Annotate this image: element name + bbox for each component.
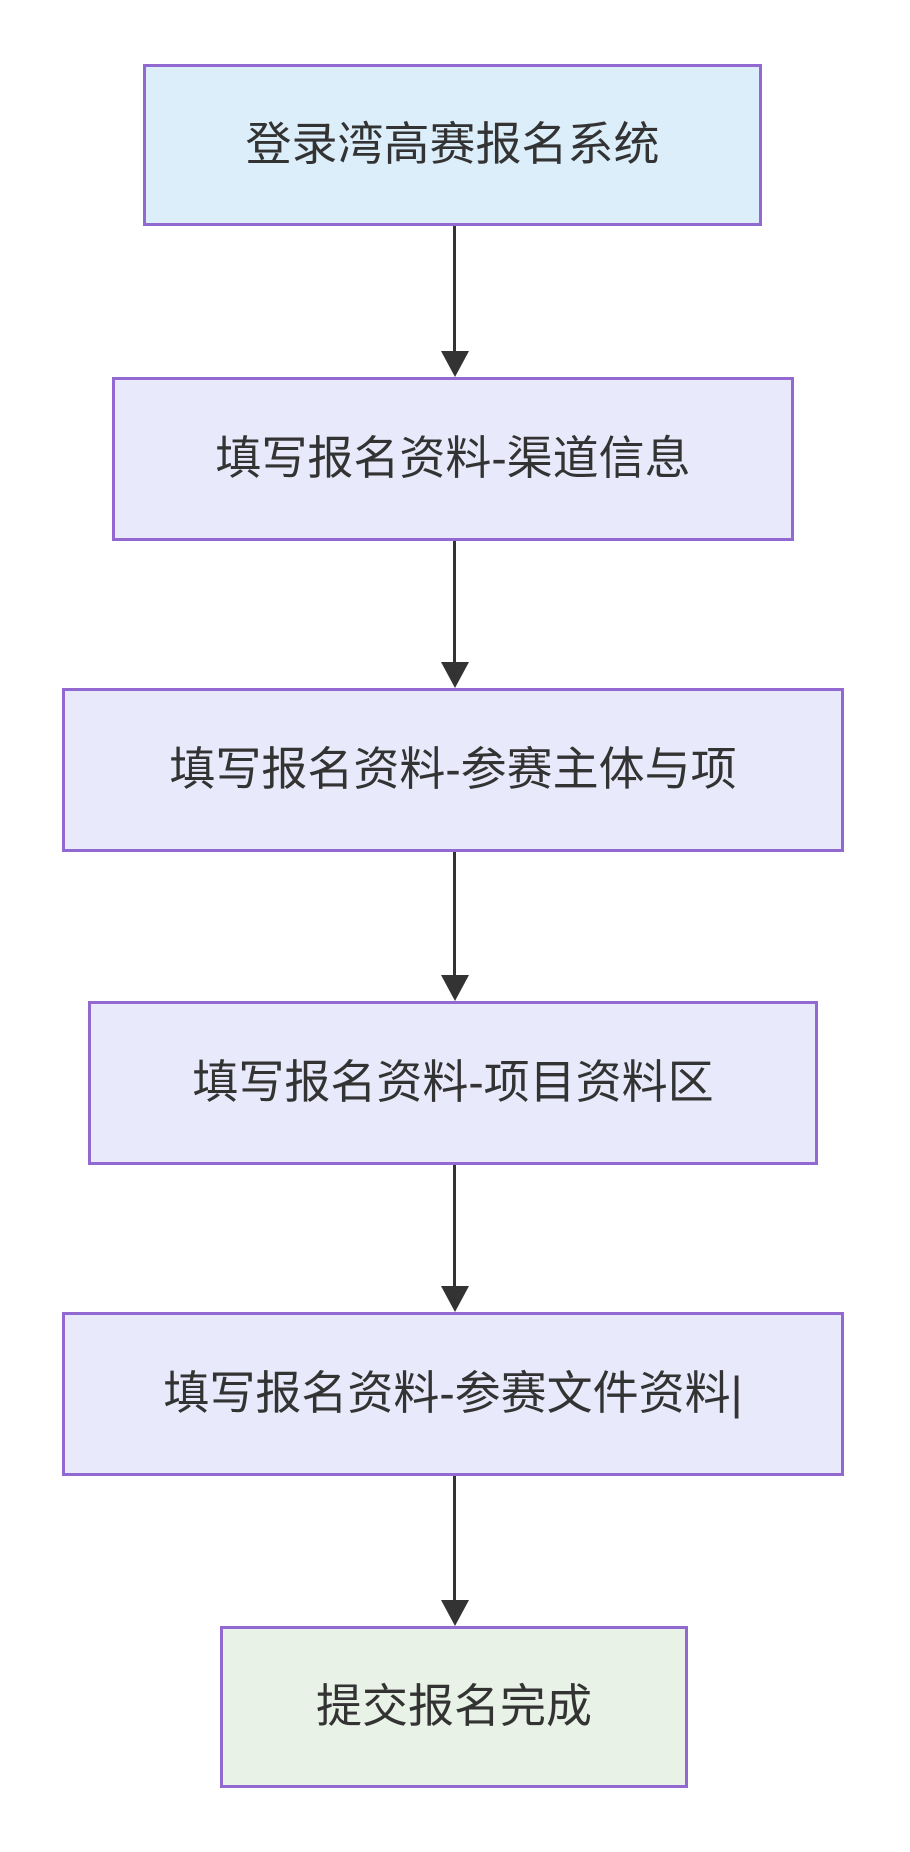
- arrowhead-down-icon: [441, 1286, 469, 1312]
- flow-node-label: 填写报名资料-参赛文件资料|: [163, 1367, 743, 1420]
- arrowhead-down-icon: [441, 975, 469, 1001]
- flow-node-label: 填写报名资料-参赛主体与项: [169, 743, 737, 796]
- flow-arrow-shaft: [453, 226, 456, 351]
- flow-node-channel-info: 填写报名资料-渠道信息: [112, 377, 794, 541]
- flow-node-entity-and-project: 填写报名资料-参赛主体与项: [62, 688, 844, 852]
- arrowhead-down-icon: [441, 351, 469, 377]
- flow-node-label: 登录湾高赛报名系统: [245, 118, 660, 171]
- flow-node-login: 登录湾高赛报名系统: [143, 64, 762, 226]
- arrowhead-down-icon: [441, 662, 469, 688]
- flow-node-entry-files: 填写报名资料-参赛文件资料|: [62, 1312, 844, 1476]
- flow-arrow-shaft: [453, 852, 456, 975]
- flow-node-project-materials: 填写报名资料-项目资料区: [88, 1001, 818, 1165]
- flow-node-label: 填写报名资料-项目资料区: [192, 1056, 714, 1109]
- flow-node-label: 提交报名完成: [316, 1680, 592, 1733]
- arrowhead-down-icon: [441, 1600, 469, 1626]
- flow-arrow-shaft: [453, 1476, 456, 1600]
- flow-arrow-shaft: [453, 1165, 456, 1286]
- flow-node-submit-complete: 提交报名完成: [220, 1626, 688, 1788]
- flow-arrow-shaft: [453, 541, 456, 662]
- flow-node-label: 填写报名资料-渠道信息: [215, 432, 691, 485]
